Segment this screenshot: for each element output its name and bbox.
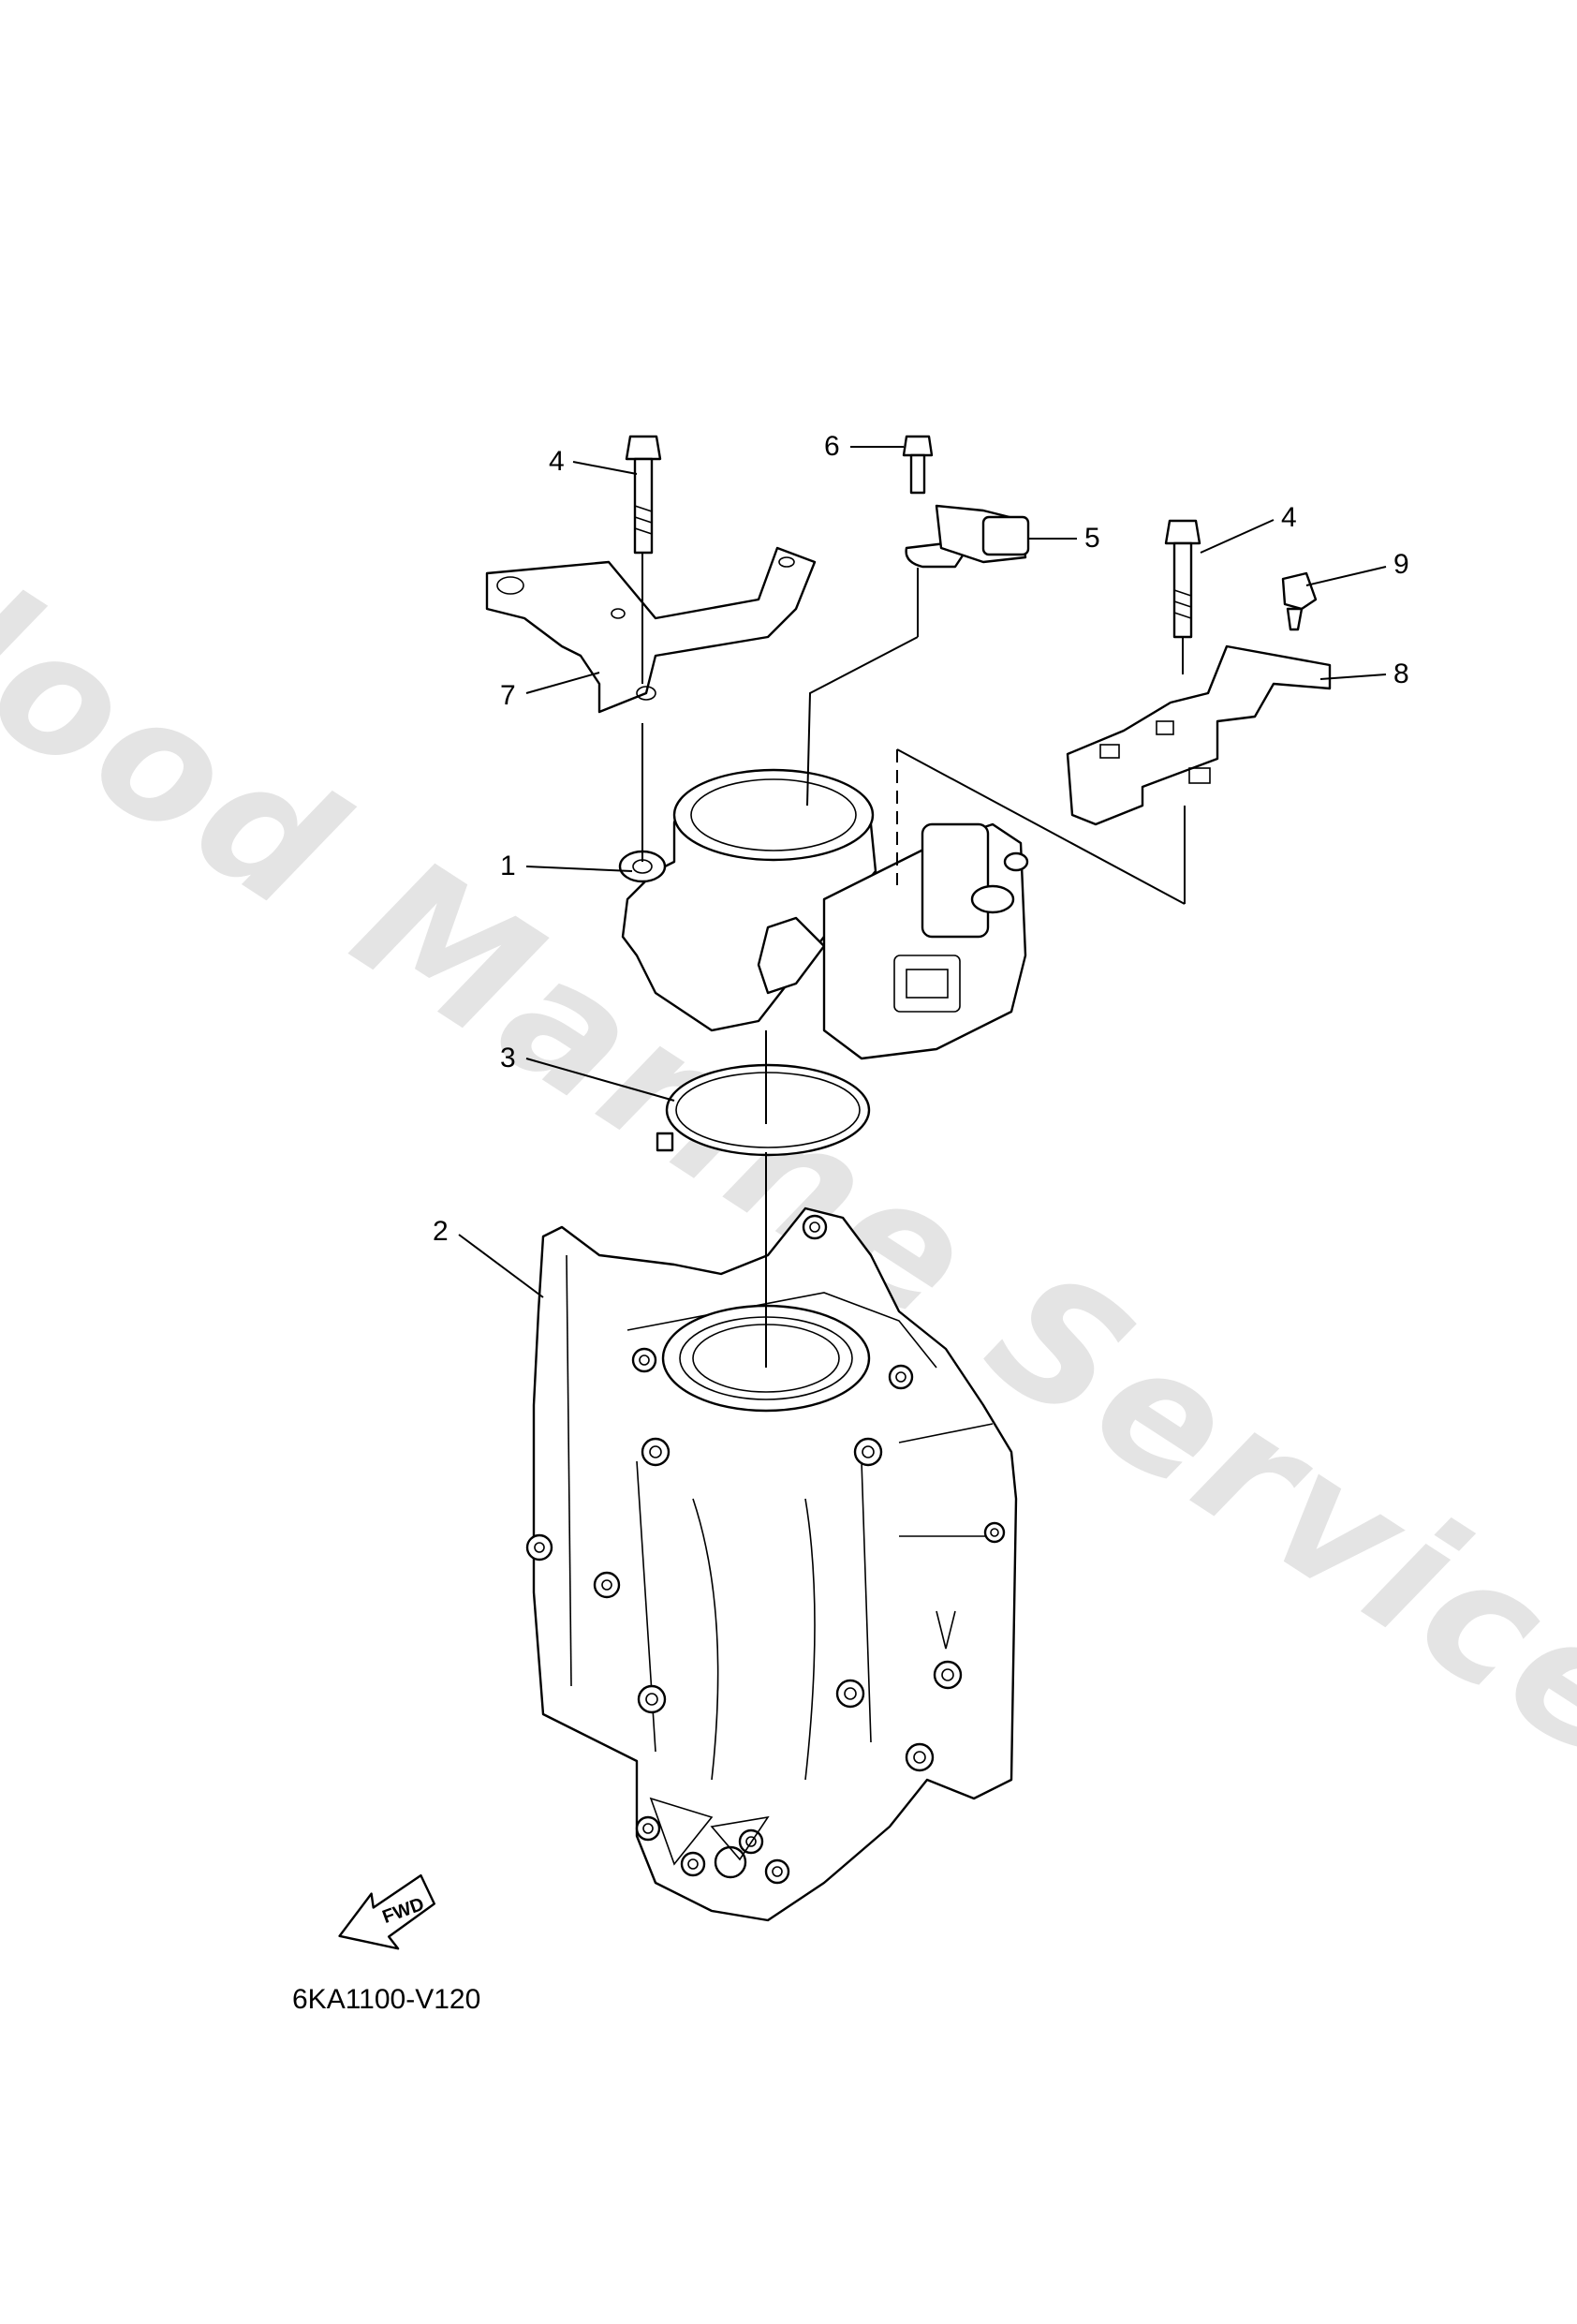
part-8-bracket	[1066, 644, 1332, 826]
callout-2: 2	[433, 1216, 449, 1247]
part-4-bolt-right	[1164, 519, 1201, 639]
part-1-throttle-body	[618, 768, 1029, 1060]
part-5-sensor	[905, 504, 1030, 569]
callout-3: 3	[500, 1043, 516, 1073]
part-2-intake-housing	[525, 1206, 1018, 1922]
callout-7: 7	[500, 680, 516, 711]
callout-8: 8	[1393, 659, 1409, 689]
callout-4-right: 4	[1281, 502, 1297, 533]
callout-4-left: 4	[549, 446, 565, 477]
callout-6: 6	[824, 431, 840, 462]
assembly-lines	[641, 553, 1186, 1368]
part-6-bolt	[902, 435, 934, 495]
callout-leaders	[458, 446, 1387, 1298]
part-7-bracket	[485, 546, 817, 714]
fwd-arrow-icon	[338, 1873, 435, 1950]
callout-1: 1	[500, 851, 516, 881]
part-4-bolt-left	[625, 435, 662, 555]
part-9-clip	[1281, 571, 1318, 631]
callout-9: 9	[1393, 549, 1409, 580]
part-3-gasket	[656, 1063, 871, 1157]
diagram-code: 6KA1100-V120	[292, 1984, 481, 2015]
callout-5: 5	[1084, 523, 1100, 554]
